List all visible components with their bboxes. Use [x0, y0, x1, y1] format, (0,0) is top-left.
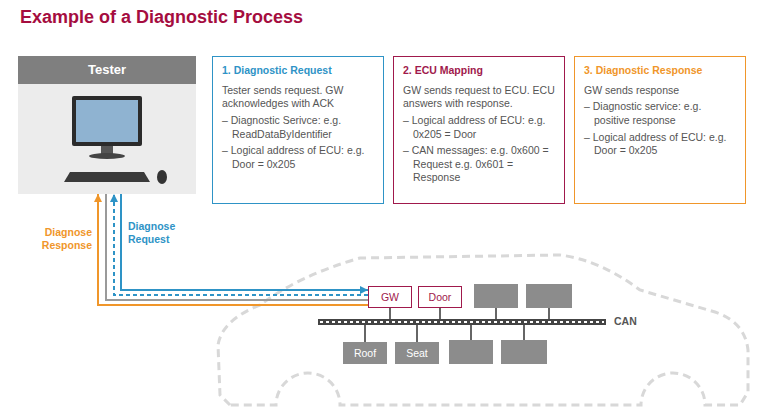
box-heading: 3. Diagnostic Response — [584, 64, 736, 78]
ecu-box — [501, 340, 547, 364]
monitor-stand — [101, 146, 113, 154]
keyboard-icon — [64, 172, 150, 182]
info-box: 2. ECU Mapping GW sends request to ECU. E… — [393, 56, 565, 204]
ecu-box: GW — [368, 286, 412, 308]
monitor-screen — [76, 100, 138, 142]
ecu-box — [526, 284, 572, 308]
diagram-title: Example of a Diagnostic Process — [20, 7, 303, 28]
box-label: Roof — [354, 347, 376, 359]
tester-box: Tester — [18, 56, 196, 194]
ecu-box: Roof — [343, 342, 387, 364]
response-arrow — [98, 194, 368, 305]
box-heading: 2. ECU Mapping — [403, 64, 555, 78]
box-label: Tester — [18, 56, 196, 84]
info-box: 1. Diagnostic RequestTester sends reques… — [212, 56, 384, 204]
box-text: – Diagnostic Serivce: e.g. ReadDataByIde… — [222, 114, 374, 141]
arrow-label: Diagnose Response — [18, 226, 92, 252]
box-text: – Diagnostic service: e.g. positive resp… — [584, 100, 736, 127]
box-text: GW sends response — [584, 84, 736, 98]
can-bus — [318, 319, 606, 325]
car-outline — [218, 255, 748, 405]
box-label: Door — [429, 291, 452, 303]
info-box: 3. Diagnostic Response GW sends response –… — [574, 56, 746, 204]
monitor-frame — [72, 96, 142, 146]
box-text: – Logical address of ECU: e.g. 0x205 = D… — [403, 114, 555, 141]
tester-panel — [18, 84, 196, 194]
box-text: GW sends request to ECU. ECU answers wit… — [403, 84, 555, 111]
box-label: GW — [381, 291, 399, 303]
ecu-box — [474, 284, 518, 308]
ecu-box: Seat — [395, 342, 439, 364]
bus-label: CAN — [614, 315, 654, 328]
request-arrow — [121, 194, 368, 290]
arrow-label: Diagnose Request — [128, 220, 208, 246]
ecu-box — [449, 340, 493, 364]
ack-arrow — [114, 194, 368, 295]
can-bus-pattern — [320, 321, 604, 323]
box-text: – CAN messages: e.g. 0x600 = Request e.g… — [403, 144, 555, 185]
box-label: Seat — [406, 347, 428, 359]
ecu-box: Door — [418, 286, 462, 308]
monitor-base — [89, 153, 125, 159]
box-text: Tester sends request. GW acknowledges wi… — [222, 84, 374, 111]
connection-line — [106, 194, 368, 300]
box-text: – Logical address of ECU: e.g. Door = 0x… — [584, 131, 736, 158]
mouse-icon — [157, 170, 167, 184]
box-text: – Logical address of ECU: e.g. Door = 0x… — [222, 144, 374, 171]
box-heading: 1. Diagnostic Request — [222, 64, 374, 78]
